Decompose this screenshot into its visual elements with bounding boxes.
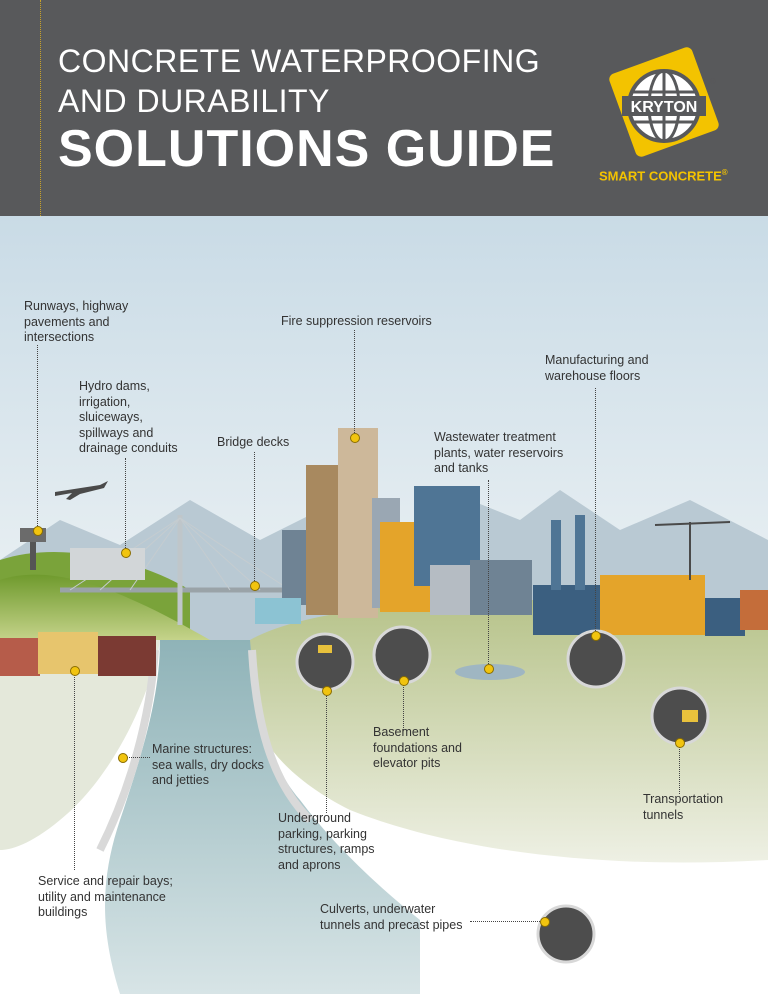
marker-manufacturing — [591, 631, 601, 641]
marker-hydro — [121, 548, 131, 558]
truck-icon — [682, 710, 698, 722]
title-line-3: SOLUTIONS GUIDE — [58, 120, 556, 178]
header-guide-line — [40, 0, 41, 216]
crane-icon — [654, 521, 731, 580]
marker-basement — [399, 676, 409, 686]
factory-icon — [533, 515, 768, 636]
skyline — [255, 428, 532, 624]
car-icon — [318, 645, 332, 653]
header-banner: CONCRETE WATERPROOFING AND DURABILITY SO… — [0, 0, 768, 216]
kryton-logo: KRYTON ® — [609, 47, 719, 157]
tagline-text: SMART CONCRETE — [599, 168, 722, 184]
tunnel-cutaway — [650, 686, 710, 746]
callout-marine: Marine structures: sea walls, dry docks … — [152, 742, 264, 787]
infrastructure-scene — [0, 216, 768, 994]
callout-manufacturing: Manufacturing and warehouse floors — [545, 353, 649, 383]
marker-transport — [675, 738, 685, 748]
marker-underground — [322, 686, 332, 696]
tagline-mark: ® — [721, 168, 728, 177]
callout-fire: Fire suppression reservoirs — [281, 314, 432, 328]
basement-cutaway — [372, 625, 432, 685]
marker-fire — [350, 433, 360, 443]
logo-wordmark: KRYTON — [631, 99, 698, 116]
marker-bridge — [250, 581, 260, 591]
callout-basement: Basement foundations and elevator pits — [373, 725, 462, 770]
callout-culverts: Culverts, underwater tunnels and precast… — [320, 902, 463, 932]
marker-culverts — [540, 917, 550, 927]
marker-service — [70, 666, 80, 676]
callout-bridge: Bridge decks — [217, 435, 290, 449]
callout-underground: Underground parking, parking structures,… — [278, 811, 375, 872]
leader-wastewater — [488, 480, 489, 668]
callout-wastewater: Wastewater treatment plants, water reser… — [434, 430, 564, 475]
callout-runways: Runways, highway pavements and intersect… — [24, 299, 129, 344]
pipe-icon — [536, 904, 596, 964]
leader-underground — [326, 690, 327, 813]
leader-marine — [122, 757, 150, 758]
title-line-2: AND DURABILITY — [58, 83, 330, 119]
parking-cutaway — [295, 632, 355, 692]
logo-registered: ® — [710, 77, 716, 86]
buildings-left — [0, 632, 156, 676]
marker-marine — [118, 753, 128, 763]
callout-transport: Transportation tunnels — [643, 792, 724, 822]
leader-fire — [354, 330, 355, 435]
leader-basement — [403, 680, 404, 730]
callout-service: Service and repair bays; utility and mai… — [38, 874, 173, 919]
leader-culverts — [470, 921, 540, 922]
leader-transport — [679, 742, 680, 794]
tagline: SMART CONCRETE® — [599, 168, 728, 183]
leader-runways — [37, 345, 38, 530]
title-line-1: CONCRETE WATERPROOFING — [58, 43, 541, 79]
leader-hydro — [125, 458, 126, 550]
marker-runways — [33, 526, 43, 536]
leader-service — [74, 670, 75, 870]
callout-hydro: Hydro dams, irrigation, sluiceways, spil… — [79, 379, 178, 455]
marker-wastewater — [484, 664, 494, 674]
leader-bridge — [254, 452, 255, 585]
airplane-icon — [55, 481, 108, 500]
leader-manufacturing — [595, 388, 596, 633]
